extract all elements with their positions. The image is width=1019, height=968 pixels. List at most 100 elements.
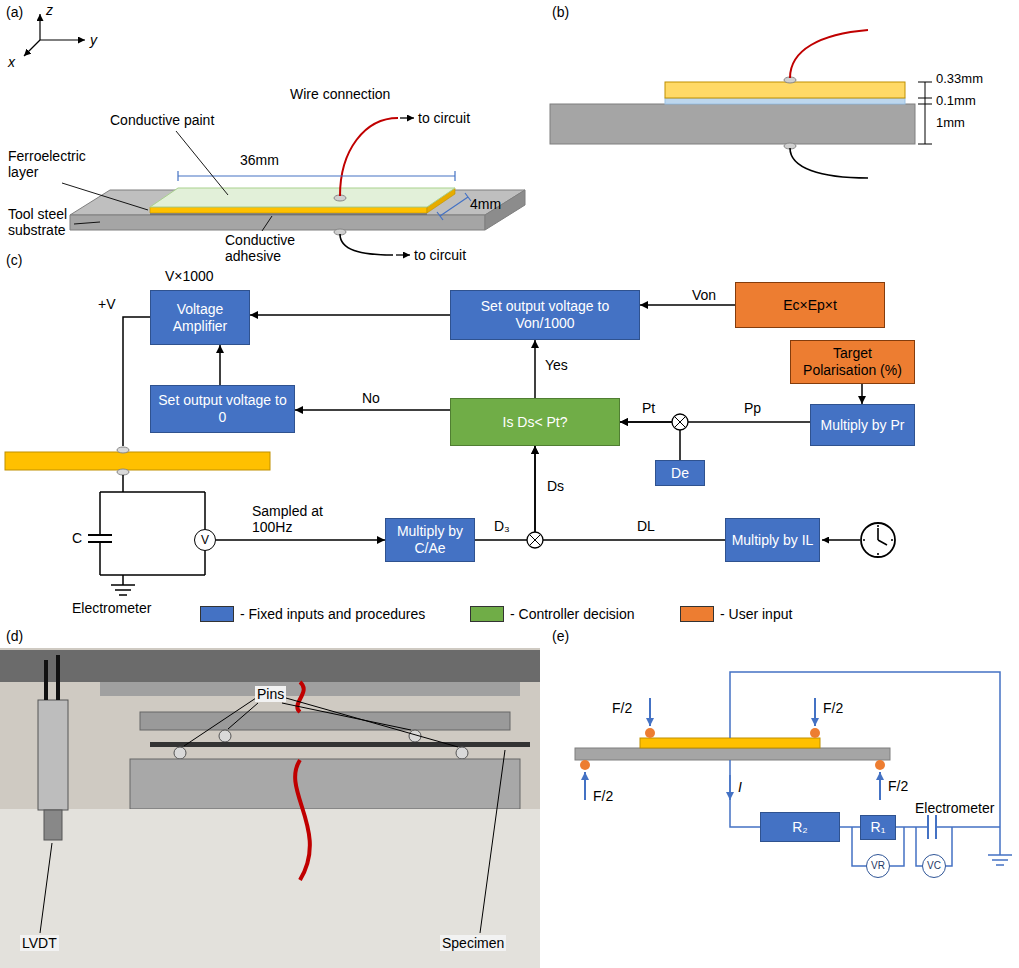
box-text: VR <box>871 860 885 872</box>
pin <box>645 728 655 738</box>
conductive-paint <box>150 188 455 207</box>
force-label: F/2 <box>888 778 908 794</box>
edge-label: DL <box>635 518 657 534</box>
capacitor-symbol <box>928 815 936 839</box>
box-text: Target Polarisation (%) <box>796 345 909 379</box>
dimension-label: 0.1mm <box>936 94 976 109</box>
axis-label: x <box>8 54 15 70</box>
part-label: LVDT <box>20 935 59 951</box>
process-box: Multiply by IL <box>725 518 820 562</box>
pin <box>456 747 468 759</box>
legend-text: - Controller decision <box>510 606 635 622</box>
ground-symbol <box>988 855 1012 865</box>
pin <box>174 747 186 759</box>
part-label: Tool steel substrate <box>8 206 80 238</box>
axes <box>24 14 85 56</box>
ferroelectric-front <box>150 207 427 213</box>
plate <box>100 682 520 696</box>
connector <box>620 422 680 460</box>
connector <box>840 826 860 828</box>
box-text: Multiply by C/Ae <box>391 523 469 557</box>
dimension-label: 0.33mm <box>936 72 983 87</box>
summing-junction <box>527 532 543 548</box>
control-circuit <box>5 317 895 595</box>
dimension-line <box>437 193 471 220</box>
process-box: Multiply by Pr <box>810 404 915 446</box>
edge-label: D₃ <box>492 518 512 534</box>
box-text: Set output voltage to Von/1000 <box>456 298 634 332</box>
ground-symbol <box>111 585 135 595</box>
connector <box>535 446 725 540</box>
connector <box>250 314 450 316</box>
wire <box>100 475 205 585</box>
substrate-front <box>70 215 485 230</box>
lvdt <box>38 700 68 810</box>
box-text: V <box>201 533 209 547</box>
pin <box>810 728 820 738</box>
wire-label: to circuit <box>418 110 470 126</box>
box-text: Set output voltage to 0 <box>156 392 289 426</box>
decision-box: Is Ds< Pt? <box>450 398 620 446</box>
wire-dot <box>117 469 129 475</box>
connector <box>534 340 536 398</box>
edge-label: Sampled at 100Hz <box>250 503 334 535</box>
edge-label: Yes <box>543 357 570 373</box>
arrow <box>822 539 860 541</box>
box-text: Multiply by IL <box>732 532 814 549</box>
component-label: Electrometer <box>915 800 994 816</box>
adhesive-layer <box>665 98 905 104</box>
bending-circuit <box>575 672 1012 866</box>
z-axis <box>39 14 40 40</box>
panel-label: (d) <box>6 628 23 644</box>
photo-sketch <box>0 648 540 968</box>
base <box>0 809 540 968</box>
beam <box>575 748 890 760</box>
connector <box>295 409 450 411</box>
edge-label: No <box>360 390 382 406</box>
part-label: Ferroelectric layer <box>8 148 100 180</box>
current-label: I <box>738 779 742 795</box>
resistor-box: R₁ <box>860 815 896 840</box>
legend-text: - Fixed inputs and procedures <box>240 606 425 622</box>
top-plate <box>0 650 540 682</box>
edge-label: Von <box>690 287 718 303</box>
legend-text: - User input <box>720 606 792 622</box>
input-box: Target Polarisation (%) <box>790 340 915 384</box>
signal-label: +V <box>98 296 116 312</box>
box-text: VC <box>927 860 941 872</box>
box-text: R₂ <box>792 819 808 836</box>
ferroelectric-layer <box>640 738 820 748</box>
box-text: R₁ <box>871 819 886 836</box>
component-label: C <box>72 530 82 546</box>
part-label: Conductive paint <box>110 112 214 128</box>
part-label: Conductive adhesive <box>225 232 307 264</box>
black-wire <box>340 234 393 255</box>
x-axis <box>24 40 40 56</box>
substrate <box>550 104 915 144</box>
legend-swatch <box>470 606 504 622</box>
specimen-bar <box>5 452 270 470</box>
arrow <box>400 117 414 118</box>
cross-section <box>550 30 932 178</box>
dimension-line <box>178 171 455 181</box>
loading-block <box>140 712 510 730</box>
panel-label: (b) <box>552 4 569 20</box>
force-label: F/2 <box>593 788 613 804</box>
legend-swatch <box>680 606 714 622</box>
clock-icon <box>861 523 895 557</box>
dimension-label: 1mm <box>936 116 965 131</box>
panel-label: (e) <box>552 628 569 644</box>
wire <box>123 317 150 446</box>
pin <box>219 730 231 742</box>
leader-lines <box>40 698 505 933</box>
support-block <box>130 759 520 809</box>
signal-label: V×1000 <box>165 268 214 284</box>
edge-label: Pp <box>742 400 763 416</box>
specimen <box>150 742 530 747</box>
voltmeter-symbol: V <box>194 529 216 551</box>
voltmeter-symbol: VC <box>922 854 946 878</box>
dimension-label: 4mm <box>470 196 501 212</box>
voltmeter-symbol: VR <box>866 854 890 878</box>
ferroelectric-layer <box>665 82 905 98</box>
part-label: Pins <box>255 686 286 702</box>
